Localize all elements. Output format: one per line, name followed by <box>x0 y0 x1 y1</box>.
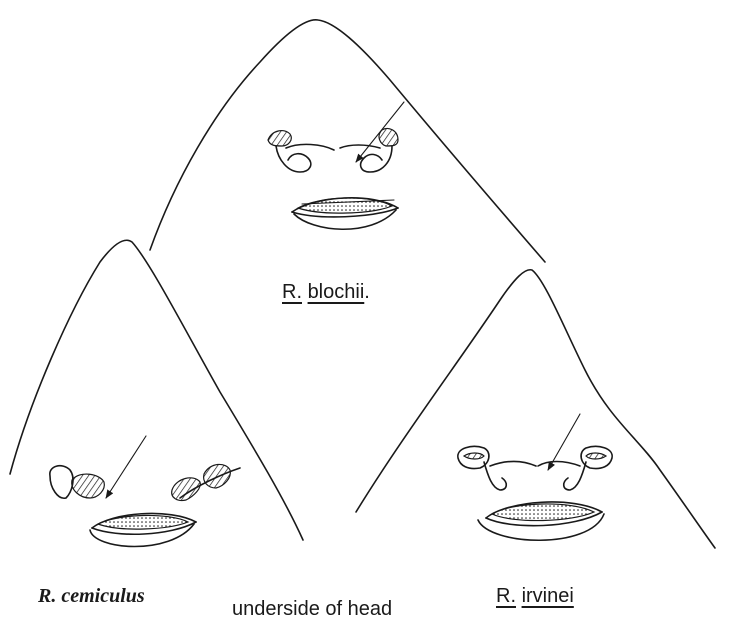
cemiculus-left-nostril <box>50 466 105 498</box>
cemiculus-head-outline <box>10 240 303 540</box>
cemiculus-arrow <box>106 436 146 498</box>
irvinei-mouth <box>478 502 604 540</box>
label-blochii-epithet: blochii <box>308 281 365 303</box>
label-cemiculus: R. cemiculus <box>38 585 145 608</box>
label-cemiculus-epithet: cemiculus <box>61 585 144 607</box>
label-blochii-genus: R. <box>282 281 302 303</box>
blochii-head-outline <box>150 20 545 262</box>
label-blochii: R. blochii. <box>282 281 370 304</box>
label-blochii-trailing: . <box>364 281 370 303</box>
blochii-left-nostril <box>268 131 334 172</box>
label-irvinei: R. irvinei <box>496 585 574 608</box>
blochii-arrow <box>356 102 404 162</box>
figure-caption: underside of head <box>232 598 392 621</box>
cemiculus-head <box>10 240 303 546</box>
irvinei-head <box>356 270 715 548</box>
blochii-right-nostril <box>340 128 398 172</box>
blochii-head <box>150 20 545 262</box>
cemiculus-mouth <box>90 513 196 546</box>
irvinei-left-nostril <box>458 446 536 490</box>
blochii-mouth <box>292 198 398 229</box>
label-irvinei-epithet: irvinei <box>522 585 574 607</box>
label-cemiculus-genus: R. <box>38 585 56 607</box>
cemiculus-right-nostril <box>172 464 240 500</box>
label-irvinei-genus: R. <box>496 585 516 607</box>
